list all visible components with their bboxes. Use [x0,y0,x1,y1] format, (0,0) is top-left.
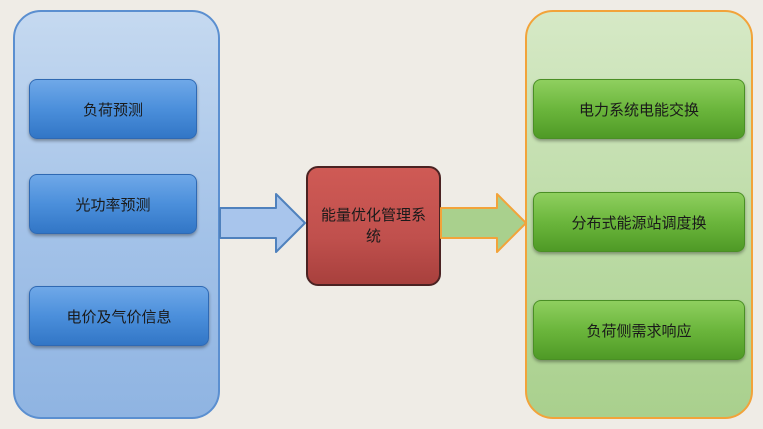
output-box-grid-exchange: 电力系统电能交换 [533,79,745,139]
center-system-box: 能量优化管理系统 [306,166,441,286]
output-box-demand-response: 负荷侧需求响应 [533,300,745,360]
output-arrow-icon [440,193,527,253]
input-arrow-icon [219,193,306,253]
output-box-der-dispatch: 分布式能源站调度换 [533,192,745,252]
input-box-pv-forecast: 光功率预测 [29,174,197,234]
input-box-price-info: 电价及气价信息 [29,286,209,346]
input-box-load-forecast: 负荷预测 [29,79,197,139]
